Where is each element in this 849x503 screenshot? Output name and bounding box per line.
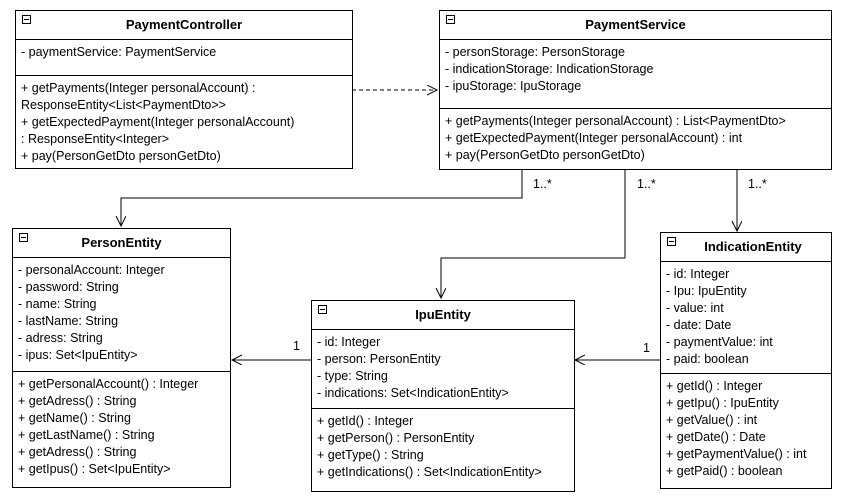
method: + getId() : Integer [666,379,763,393]
attribute: - password: String [18,280,119,294]
class-header: PaymentService [440,11,831,40]
class-ipu-entity[interactable]: IpuEntity - id: Integer - person: Person… [311,300,575,492]
attribute: - indications: Set<IndicationEntity> [317,386,509,400]
attribute: - Ipu: IpuEntity [666,284,747,298]
method: + getIndications() : Set<IndicationEntit… [317,465,542,479]
class-payment-controller[interactable]: PaymentController - paymentService: Paym… [15,10,353,169]
methods-section: + getId() : Integer + getIpu() : IpuEnti… [661,374,831,485]
association-service-person [121,170,523,226]
method: + getPaid() : boolean [666,464,783,478]
class-header: IndicationEntity [661,233,831,262]
attribute: - lastName: String [18,314,119,328]
multiplicity-service-person: 1..* [533,177,552,191]
multiplicity-service-ipu: 1..* [637,177,656,191]
method: + getPayments(Integer personalAccount) :… [445,114,786,128]
methods-section: + getPayments(Integer personalAccount) :… [440,109,831,169]
method: + getDate() : Date [666,430,766,444]
method: ResponseEntity<List<PaymentDto>> [21,98,226,112]
collapse-icon[interactable] [19,233,28,242]
attributes-section: - id: Integer - Ipu: IpuEntity - value: … [661,262,831,374]
method: + getType() : String [317,448,424,462]
method: + getLastName() : String [18,428,155,442]
class-header: IpuEntity [312,301,574,330]
class-name: IndicationEntity [704,239,802,254]
methods-section: + getId() : Integer + getPerson() : Pers… [312,409,574,486]
methods-section: + getPayments(Integer personalAccount) :… [16,76,352,170]
methods-section: + getPersonalAccount() : Integer + getAd… [13,372,230,483]
association-service-ipu [441,170,626,298]
attributes-section: - personStorage: PersonStorage - indicat… [440,40,831,109]
attribute: - id: Integer [666,267,730,281]
class-name: PaymentController [125,17,243,32]
attributes-section: - personalAccount: Integer - password: S… [13,258,230,372]
attribute: - name: String [18,297,97,311]
attribute: - adress: String [18,331,103,345]
method: + getExpectedPayment(Integer personalAcc… [445,131,743,145]
attribute: - id: Integer [317,335,381,349]
attribute: - ipuStorage: IpuStorage [445,79,582,93]
method: + getPersonalAccount() : Integer [18,377,199,391]
multiplicity-indication-ipu: 1 [643,341,650,355]
attribute: - paymentValue: int [666,335,773,349]
attribute: - personalAccount: Integer [18,263,165,277]
collapse-icon[interactable] [22,15,31,24]
method: + getAdress() : String [18,394,137,408]
attribute: - person: PersonEntity [317,352,441,366]
class-name: PaymentService [585,17,686,32]
attribute: - date: Date [666,318,732,332]
method: + getPayments(Integer personalAccount) : [21,81,256,95]
class-payment-service[interactable]: PaymentService - personStorage: PersonSt… [439,10,832,170]
collapse-icon[interactable] [318,305,327,314]
attribute: - type: String [317,369,388,383]
attribute: - indicationStorage: IndicationStorage [445,62,654,76]
method: + getIpus() : Set<IpuEntity> [18,462,171,476]
attribute: - ipus: Set<IpuEntity> [18,348,138,362]
method: + getIpu() : IpuEntity [666,396,779,410]
multiplicity-ipu-person: 1 [293,339,300,353]
attributes-section: - id: Integer - person: PersonEntity - t… [312,330,574,409]
collapse-icon[interactable] [667,237,676,246]
method: + getValue() : int [666,413,758,427]
method: + pay(PersonGetDto personGetDto) [21,149,221,163]
class-name: PersonEntity [81,235,162,250]
attribute: - paid: boolean [666,352,749,366]
class-name: IpuEntity [415,307,471,322]
attribute: - paymentService: PaymentService [21,45,217,59]
attribute: - personStorage: PersonStorage [445,45,625,59]
method: + getPaymentValue() : int [666,447,807,461]
method: + getPerson() : PersonEntity [317,431,475,445]
class-indication-entity[interactable]: IndicationEntity - id: Integer - Ipu: Ip… [660,232,832,489]
method: + getExpectedPayment(Integer personalAcc… [21,115,295,129]
class-header: PersonEntity [13,229,230,258]
class-header: PaymentController [16,11,352,40]
method: : ResponseEntity<Integer> [21,132,170,146]
multiplicity-service-indication: 1..* [748,177,767,191]
attribute: - value: int [666,301,724,315]
class-person-entity[interactable]: PersonEntity - personalAccount: Integer … [12,228,231,488]
attributes-section: - paymentService: PaymentService [16,40,352,76]
collapse-icon[interactable] [446,15,455,24]
method: + getName() : String [18,411,131,425]
method: + getAdress() : String [18,445,137,459]
method: + getId() : Integer [317,414,414,428]
method: + pay(PersonGetDto personGetDto) [445,148,645,162]
